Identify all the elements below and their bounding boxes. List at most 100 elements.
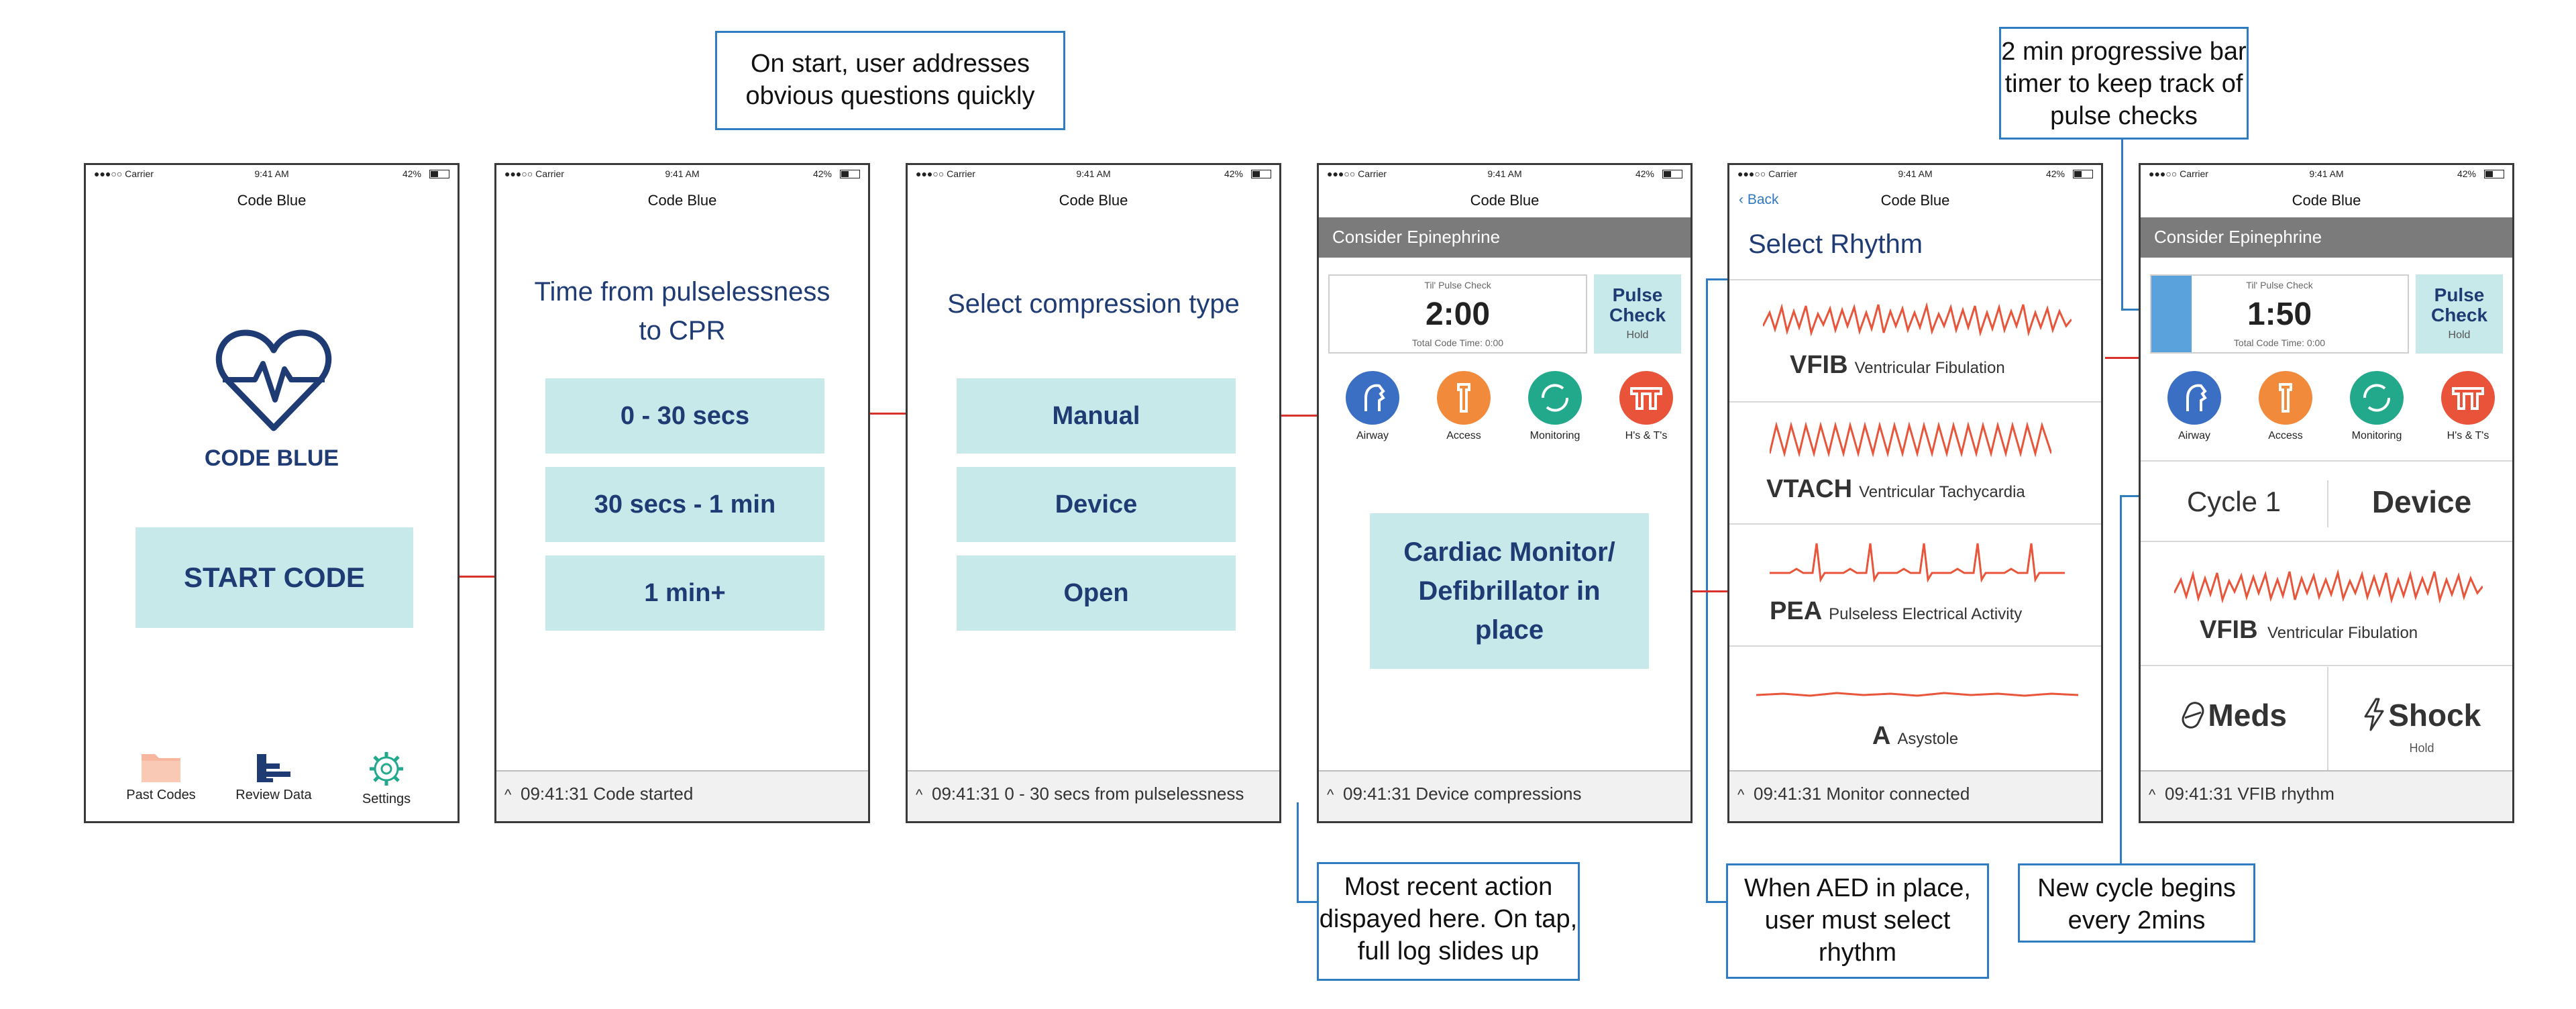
battery-icon: [2073, 170, 2093, 178]
monitoring-icon[interactable]: [1528, 371, 1582, 425]
chevron-up-icon: ^: [916, 786, 923, 803]
status-bar: ●●●○○ Carrier 9:41 AM 42%: [1319, 165, 1690, 184]
epinephrine-banner: Consider Epinephrine: [1319, 217, 1690, 258]
monitoring-label: Monitoring: [1529, 430, 1580, 441]
callout-connector: [1297, 802, 1299, 902]
log-bar[interactable]: ^09:41:31 Monitor connected: [1729, 770, 2101, 821]
hs-ts-icon[interactable]: [2441, 371, 2495, 425]
battery-icon: [1662, 170, 1682, 178]
nav-title: Code Blue: [647, 192, 717, 209]
question-text: Select compression type: [947, 289, 1240, 319]
option-device[interactable]: Device: [957, 467, 1236, 542]
compression-label: Device: [2371, 484, 2472, 519]
divider: [2141, 460, 2512, 462]
callout-connector: [2121, 309, 2141, 311]
airway-label: Airway: [2178, 430, 2210, 441]
timer-progress-bar: [2151, 276, 2192, 352]
review-data-button[interactable]: Review Data: [227, 750, 321, 803]
callout-log: Most recent action dispayed here. On tap…: [1317, 862, 1580, 981]
status-bar: ●●●○○ Carrier 9:41 AM 42%: [496, 165, 868, 184]
chevron-up-icon: ^: [1327, 786, 1334, 803]
airway-icon[interactable]: [1346, 371, 1399, 425]
pulse-check-button[interactable]: Pulse Check Hold: [1594, 274, 1681, 354]
monitor-in-place-button[interactable]: Cardiac Monitor/ Defibrillator in place: [1370, 513, 1649, 669]
access-label: Access: [1446, 430, 1481, 441]
pea-waveform: [1770, 543, 2065, 583]
divider: [1729, 279, 2101, 280]
chevron-up-icon: ^: [1737, 786, 1745, 803]
log-bar[interactable]: ^09:41:31 Device compressions: [1319, 770, 1690, 821]
chevron-up-icon: ^: [2149, 786, 2156, 803]
nav-title: Code Blue: [1059, 192, 1128, 209]
status-bar: ●●●○○ Carrier 9:41 AM 42%: [86, 165, 458, 184]
page-title: Select Rhythm: [1748, 229, 1923, 259]
screen-code-dashboard: ●●●○○ Carrier 9:41 AM 42% Code Blue Cons…: [1317, 163, 1693, 823]
callout-connector: [2120, 495, 2140, 497]
vtach-waveform: [1770, 421, 2051, 458]
access-icon[interactable]: [2259, 371, 2312, 425]
option-manual[interactable]: Manual: [957, 378, 1236, 454]
access-icon[interactable]: [1437, 371, 1491, 425]
past-codes-button[interactable]: Past Codes: [114, 750, 208, 803]
nav-title: Code Blue: [2292, 192, 2361, 209]
heart-pulse-icon: [215, 329, 332, 431]
vfib-waveform: [1763, 302, 2072, 337]
folder-icon: [142, 754, 180, 782]
log-bar[interactable]: ^09:41:31 VFIB rhythm: [2141, 770, 2512, 821]
back-button[interactable]: ‹ Back: [1739, 192, 1779, 207]
shock-button[interactable]: Shock Hold: [2328, 667, 2512, 774]
airway-label: Airway: [1356, 430, 1389, 441]
start-code-button[interactable]: START CODE: [136, 527, 413, 628]
vfib-waveform: [2174, 569, 2483, 604]
battery-icon: [429, 170, 449, 178]
pulse-check-timer: Til' Pulse Check 1:50 Total Code Time: 0…: [2150, 274, 2409, 354]
lightning-icon: [2364, 698, 2384, 731]
cycle-label: Cycle 1: [2186, 486, 2282, 517]
airway-icon[interactable]: [2167, 371, 2221, 425]
status-bar: ●●●○○ Carrier 9:41 AM 42%: [1729, 165, 2101, 184]
gear-icon: [370, 752, 403, 786]
callout-timer: 2 min progressive bar timer to keep trac…: [1999, 27, 2249, 140]
option-open[interactable]: Open: [957, 555, 1236, 631]
callout-cycle: New cycle begins every 2mins: [2018, 863, 2255, 943]
log-bar[interactable]: ^09:41:31 Code started: [496, 770, 868, 821]
screen-home: ●●●○○ Carrier 9:41 AM 42% Code Blue CODE…: [84, 163, 460, 823]
app-name: CODE BLUE: [204, 445, 339, 471]
screen-compression-type: ●●●○○ Carrier 9:41 AM 42% Code Blue Sele…: [906, 163, 1281, 823]
divider: [2327, 667, 2328, 773]
option-1-min-plus[interactable]: 1 min+: [545, 555, 824, 631]
meds-button[interactable]: Meds: [2141, 667, 2327, 774]
settings-button[interactable]: Settings: [339, 750, 433, 807]
option-0-30-secs[interactable]: 0 - 30 secs: [545, 378, 824, 454]
callout-connector: [1297, 901, 1318, 903]
pulse-check-button[interactable]: Pulse Check Hold: [2416, 274, 2503, 354]
log-bar[interactable]: ^09:41:31 0 - 30 secs from pulselessness: [908, 770, 1279, 821]
asystole-waveform: [1756, 692, 2078, 697]
bar-chart-icon: [257, 754, 290, 782]
callout-connector: [1706, 901, 1727, 903]
screen-cycle: ●●●○○ Carrier 9:41 AM 42% Code Blue Cons…: [2139, 163, 2514, 823]
callout-connector: [1706, 278, 1727, 280]
question-text: Time from pulselessness to CPR: [534, 277, 830, 346]
monitoring-icon[interactable]: [2350, 371, 2404, 425]
pulse-check-timer: Til' Pulse Check 2:00 Total Code Time: 0…: [1328, 274, 1587, 354]
current-rhythm: VFIB Ventricular Fibulation: [2200, 616, 2418, 644]
callout-connector: [2120, 495, 2122, 864]
divider: [2141, 541, 2512, 542]
nav-title: Code Blue: [237, 192, 307, 209]
screen-time-to-cpr: ●●●○○ Carrier 9:41 AM 42% Code Blue Time…: [494, 163, 870, 823]
pill-icon: [2182, 702, 2204, 729]
epinephrine-banner: Consider Epinephrine: [2141, 217, 2512, 258]
battery-icon: [2484, 170, 2504, 178]
screen-select-rhythm: ●●●○○ Carrier 9:41 AM 42% ‹ Back Code Bl…: [1727, 163, 2103, 823]
callout-start: On start, user addresses obvious questio…: [715, 31, 1065, 130]
hs-ts-label: H's & T's: [2447, 430, 2489, 441]
option-30-secs-1-min[interactable]: 30 secs - 1 min: [545, 467, 824, 542]
hs-ts-label: H's & T's: [1625, 430, 1668, 441]
hs-ts-icon[interactable]: [1619, 371, 1673, 425]
status-bar: ●●●○○ Carrier 9:41 AM 42%: [908, 165, 1279, 184]
